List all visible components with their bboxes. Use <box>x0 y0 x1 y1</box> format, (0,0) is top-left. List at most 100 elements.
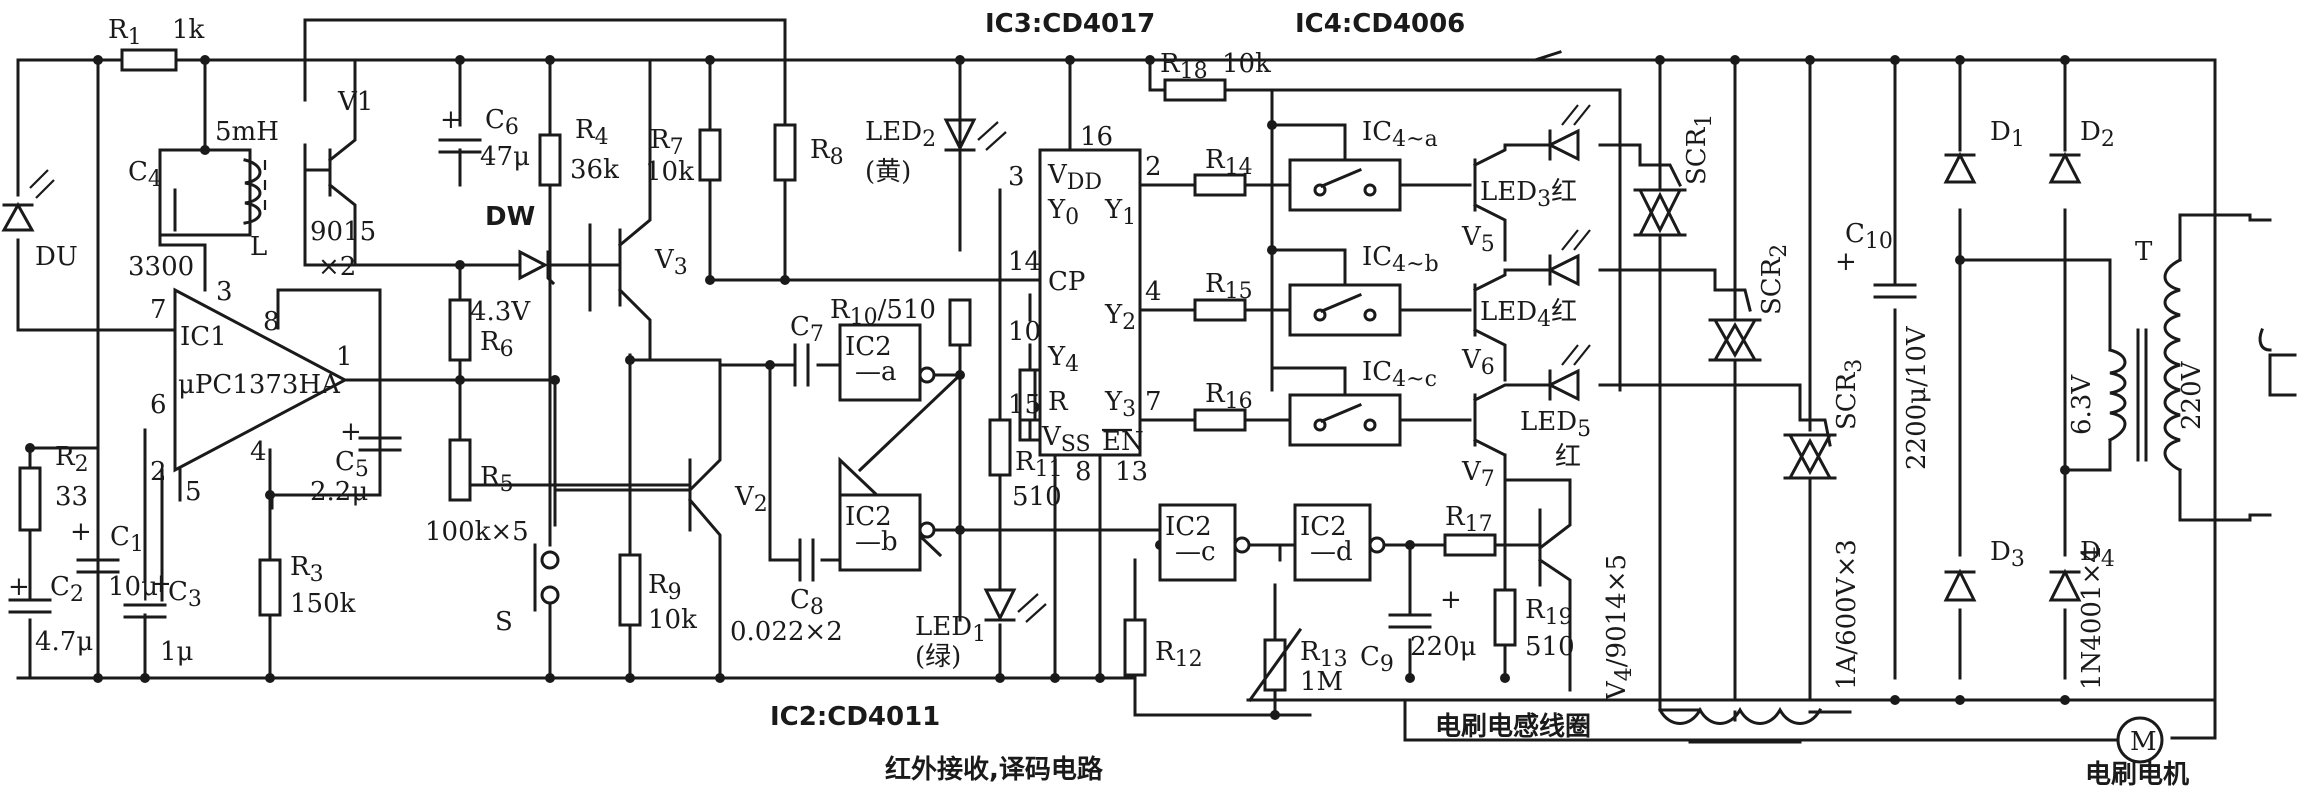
c5-plus: + <box>340 417 362 447</box>
r7-value: 10k <box>645 157 694 187</box>
diode-d4 <box>2048 568 2082 602</box>
c4-value: 3300 <box>128 252 194 282</box>
capacitor-c8 <box>798 538 815 582</box>
c3-value: 1μ <box>160 637 193 667</box>
v1-label: V1 <box>337 87 373 117</box>
resistor-r5 <box>448 438 472 502</box>
led3-label: LED3红 <box>1480 177 1577 212</box>
zener-diode-dw <box>518 249 556 286</box>
r19-label: R19 <box>1525 595 1573 630</box>
r14-label: R14 <box>1205 145 1253 180</box>
ic3-pin15: 15 <box>1008 390 1041 420</box>
c5-label: C5 <box>335 447 369 482</box>
m-label: M <box>2130 727 2157 757</box>
ic3-pin14: 14 <box>1008 247 1041 277</box>
l-value: 5mH <box>215 117 279 147</box>
r2-label: R2 <box>55 442 89 477</box>
r1-value: 1k <box>172 15 205 45</box>
resistor-r2 <box>18 466 42 532</box>
diode-d2 <box>2048 151 2082 184</box>
resistor-r9 <box>618 553 642 627</box>
ic3-y1: Y1 <box>1104 195 1136 230</box>
v7-label: V7 <box>1461 457 1495 492</box>
v1-count: ×2 <box>318 252 356 282</box>
ic1-pin7: 7 <box>150 295 167 325</box>
ic4a-label: IC4~a <box>1362 117 1438 152</box>
ic1-pin1: 1 <box>336 342 353 372</box>
ic4c-label: IC4~c <box>1362 357 1437 392</box>
resistor-r10 <box>948 298 972 347</box>
triac-scr2 <box>1708 318 1762 362</box>
d2-label: D2 <box>2080 117 2115 152</box>
ic3-y0: Y0 <box>1047 195 1079 230</box>
capacitor-c4 <box>158 188 177 232</box>
led5-label: LED5 <box>1520 407 1591 442</box>
ic3-pin10: 10 <box>1008 317 1041 347</box>
brush-inductor-coil <box>1657 706 1823 744</box>
capacitor-c7 <box>793 343 810 387</box>
resistor-r8 <box>773 123 797 182</box>
r17-label: R17 <box>1445 502 1493 537</box>
scr2-label: SCR2 <box>1757 244 1792 315</box>
resistor-r14 <box>1193 173 1247 197</box>
r9-value: 10k <box>648 605 697 635</box>
c7-label: C7 <box>790 312 824 347</box>
capacitor-c3 <box>123 603 167 619</box>
out-pin2: 2 <box>1145 152 1162 182</box>
nand-gate-ic2b <box>838 493 936 572</box>
c4-label: C4 <box>128 157 162 192</box>
ic1-label: IC1 <box>180 322 227 352</box>
ic3-vss: VSS <box>1041 422 1091 457</box>
c9-plus: + <box>1440 585 1462 615</box>
c2-plus: + <box>8 572 30 602</box>
ic4b-label: IC4~b <box>1362 242 1439 277</box>
resistor-r18 <box>1163 78 1227 102</box>
diode-d1 <box>1943 151 1977 184</box>
triac-scr1 <box>1633 188 1687 237</box>
v4-label: V4/9014×5 <box>1602 554 1637 701</box>
c1-value: 10μ <box>108 572 158 602</box>
resistor-r19 <box>1493 588 1517 647</box>
capacitor-c10 <box>1873 283 1917 299</box>
c9-label: C9 <box>1360 642 1394 677</box>
ic2c-unit: —c <box>1175 537 1216 567</box>
r4-label: R4 <box>575 115 609 150</box>
r11-value: 510 <box>1012 482 1062 512</box>
component-labels: R1 1k 5mH L C4 3300 DU IC1 μPC1373HA 7 3… <box>8 9 2207 790</box>
inductor-l <box>243 158 267 225</box>
r16-label: R16 <box>1205 379 1253 414</box>
v3-label: V3 <box>654 245 688 280</box>
junction-dots <box>25 55 2070 720</box>
capacitor-c1 <box>76 558 120 574</box>
r3-label: R3 <box>290 552 324 587</box>
transformer-t <box>2107 257 2183 473</box>
r3-value: 150k <box>290 589 356 619</box>
coil-caption: 电刷电感线圈 <box>1435 712 1591 742</box>
c5-value: 2.2μ <box>310 477 368 507</box>
ic2d-label: IC2 <box>1300 512 1347 542</box>
ir-photodiode-du <box>1 169 55 232</box>
dw-label: DW <box>485 202 535 232</box>
led-led2 <box>943 118 1007 152</box>
ac-plug-icon <box>2248 218 2297 517</box>
c3-label: C3 <box>168 577 202 612</box>
out-pin4: 4 <box>1145 277 1162 307</box>
l-name: L <box>250 232 267 262</box>
d4-label: D4 <box>2080 537 2115 572</box>
du-label: DU <box>35 242 78 272</box>
c1-plus: + <box>70 517 92 547</box>
resistor-r16 <box>1193 408 1247 432</box>
ic2b-label: IC2 <box>845 502 892 532</box>
nand-gate-ic2a <box>838 323 936 402</box>
r6-label: R6 <box>480 327 514 362</box>
v1-part: 9015 <box>310 217 376 247</box>
ic3-y3: Y3 <box>1104 387 1136 422</box>
nand-gate-ic2c <box>1158 503 1251 582</box>
ic2d-unit: —d <box>1310 537 1353 567</box>
r7-label: R7 <box>650 125 684 160</box>
led5-color: 红 <box>1555 442 1581 472</box>
c6-label: C6 <box>485 105 519 140</box>
resistor-r1 <box>120 48 178 72</box>
c6-value: 47μ <box>480 142 530 172</box>
